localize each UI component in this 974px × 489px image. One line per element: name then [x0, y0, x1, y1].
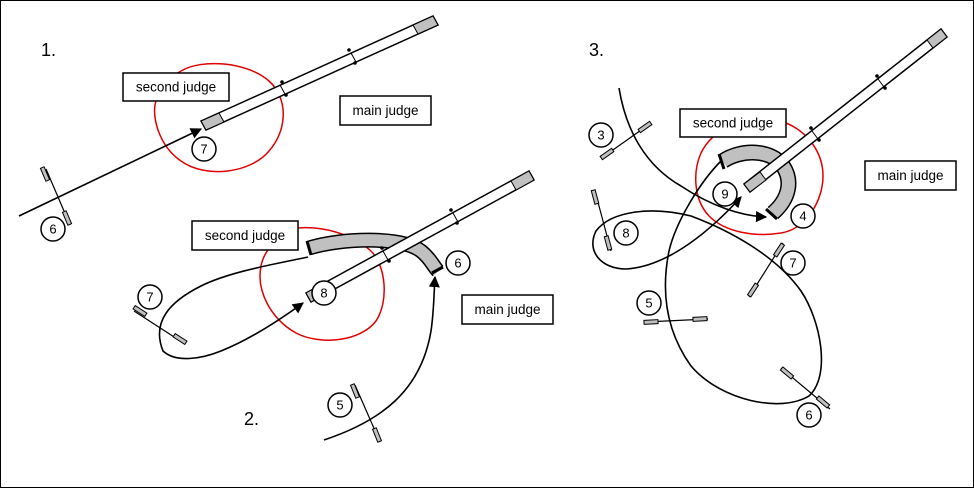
flight-path — [158, 256, 309, 360]
main-judge-label: main judge — [461, 294, 554, 325]
second-judge-label: second judge — [122, 72, 230, 102]
svg-text:6: 6 — [454, 256, 461, 271]
buoy-marker — [132, 304, 188, 346]
svg-text:5: 5 — [336, 398, 343, 413]
panel-3: 3. — [588, 27, 957, 428]
main-judge-label: main judge — [339, 95, 432, 126]
buoy-marker — [349, 383, 383, 443]
buoy-marker — [746, 242, 786, 298]
svg-text:4: 4 — [799, 209, 806, 224]
svg-text:7: 7 — [789, 256, 796, 271]
svg-text:8: 8 — [320, 286, 327, 301]
svg-text:7: 7 — [146, 290, 153, 305]
flight-path — [618, 87, 768, 223]
panel-1: 1. 7 6 sec — [18, 15, 440, 242]
marker-circle: 8 — [613, 220, 639, 246]
svg-text:second judge: second judge — [693, 116, 773, 131]
marker-circle: 7 — [191, 136, 217, 162]
svg-text:main judge: main judge — [474, 302, 540, 317]
flight-path — [18, 128, 203, 217]
second-judge-label: second judge — [679, 108, 787, 138]
marker-circle: 9 — [712, 181, 738, 207]
svg-text:main judge: main judge — [877, 168, 943, 183]
svg-text:6: 6 — [805, 408, 812, 423]
second-judge-label: second judge — [191, 220, 299, 251]
svg-text:second judge: second judge — [205, 228, 285, 243]
panel-number: 3. — [589, 40, 604, 60]
svg-text:9: 9 — [721, 187, 728, 202]
marker-circle: 3 — [588, 122, 614, 148]
svg-text:second judge: second judge — [136, 80, 216, 95]
flight-path — [323, 275, 440, 441]
buoy-marker — [779, 366, 831, 410]
runway — [742, 27, 949, 194]
marker-circle: 7 — [137, 284, 163, 310]
marker-circle: 7 — [780, 250, 806, 276]
marker-circle: 5 — [636, 290, 662, 316]
marker-circle: 6 — [445, 250, 471, 276]
buoy-marker — [39, 166, 73, 226]
panel-number: 2. — [244, 409, 259, 429]
buoy-marker — [590, 189, 613, 252]
svg-text:6: 6 — [49, 222, 56, 237]
marker-circle: 8 — [311, 280, 337, 306]
svg-text:7: 7 — [200, 142, 207, 157]
svg-text:main judge: main judge — [352, 103, 418, 118]
main-judge-label: main judge — [864, 160, 957, 191]
panel-2: 2. — [132, 169, 554, 443]
svg-text:3: 3 — [597, 128, 604, 143]
panel-number: 1. — [41, 40, 56, 60]
runway — [199, 15, 440, 131]
svg-text:8: 8 — [622, 226, 629, 241]
marker-circle: 4 — [790, 203, 816, 229]
marker-circle: 6 — [40, 216, 66, 242]
marker-circle: 6 — [796, 402, 822, 428]
buoy-marker — [643, 316, 709, 325]
second-judge-zone — [695, 122, 824, 236]
flight-path — [592, 160, 823, 405]
svg-text:5: 5 — [645, 296, 652, 311]
buoy-marker — [599, 120, 653, 161]
marker-circle: 5 — [327, 392, 353, 418]
